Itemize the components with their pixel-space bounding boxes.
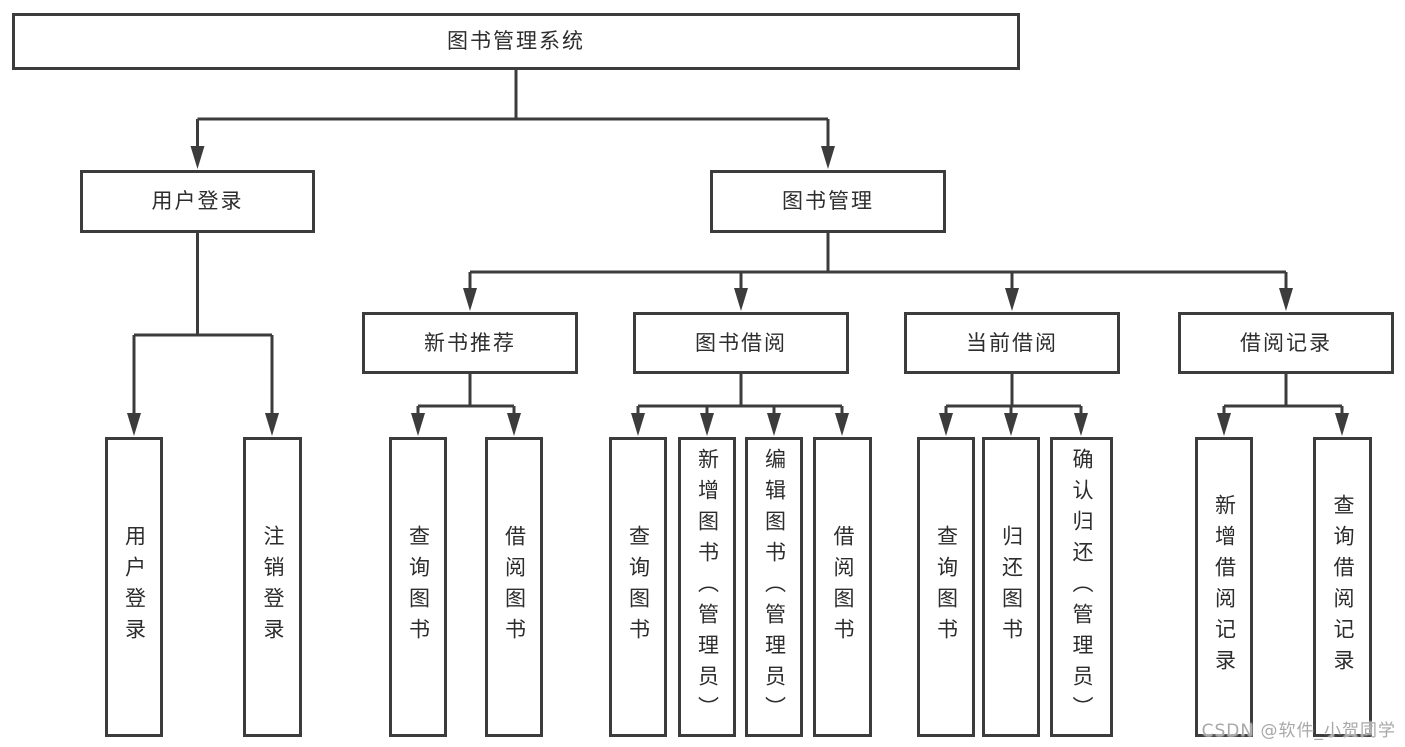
leaf-query-borrow-record: 查询借阅记录 xyxy=(1313,437,1372,737)
node-label: 借阅记录 xyxy=(1240,330,1332,355)
leaf-label: 确认归还（管理员） xyxy=(1070,447,1094,727)
leaf-return-books: 归还图书 xyxy=(982,437,1040,737)
node-label: 当前借阅 xyxy=(966,330,1058,355)
node-borrowing-records: 借阅记录 xyxy=(1178,312,1394,374)
node-label: 用户登录 xyxy=(151,189,244,213)
node-label: 新书推荐 xyxy=(424,330,516,355)
leaf-label: 归还图书 xyxy=(999,525,1024,649)
leaf-label: 借阅图书 xyxy=(502,525,527,649)
leaf-query-books-current: 查询图书 xyxy=(917,437,975,737)
node-label: 图书借阅 xyxy=(695,330,787,355)
leaf-label: 新增借阅记录 xyxy=(1212,494,1237,680)
node-user-login-module: 用户登录 xyxy=(80,170,315,233)
node-library-management-system: 图书管理系统 xyxy=(12,13,1020,70)
leaf-borrow-books: 借阅图书 xyxy=(813,437,872,737)
leaf-label: 借阅图书 xyxy=(831,525,855,649)
leaf-query-books-recommend: 查询图书 xyxy=(389,437,447,737)
node-book-management-module: 图书管理 xyxy=(710,170,946,233)
node-new-book-recommendation: 新书推荐 xyxy=(362,312,578,374)
leaf-label: 查询图书 xyxy=(934,525,959,649)
node-label: 图书管理系统 xyxy=(447,29,585,53)
node-book-borrowing: 图书借阅 xyxy=(633,312,849,374)
csdn-watermark: CSDN @软件_小贺同学 xyxy=(1201,721,1396,741)
leaf-add-books-admin: 新增图书（管理员） xyxy=(678,437,736,737)
leaf-confirm-return-admin: 确认归还（管理员） xyxy=(1050,437,1113,737)
arrowheads xyxy=(127,146,1349,436)
leaf-label: 编辑图书（管理员） xyxy=(762,447,787,727)
edge-paths xyxy=(132,70,1344,418)
leaf-edit-books-admin: 编辑图书（管理员） xyxy=(745,437,803,737)
leaf-label: 查询图书 xyxy=(626,525,651,649)
leaf-user-login: 用户登录 xyxy=(105,437,163,737)
leaf-label: 用户登录 xyxy=(122,525,147,649)
leaf-query-books-borrow: 查询图书 xyxy=(609,437,667,737)
leaf-label: 查询借阅记录 xyxy=(1331,494,1355,680)
node-current-borrowing: 当前借阅 xyxy=(904,312,1120,374)
leaf-label: 新增图书（管理员） xyxy=(695,447,720,727)
leaf-add-borrow-record: 新增借阅记录 xyxy=(1195,437,1253,737)
leaf-logout: 注销登录 xyxy=(243,437,302,737)
leaf-label: 查询图书 xyxy=(406,525,431,649)
node-label: 图书管理 xyxy=(782,189,874,213)
leaf-borrow-books-recommend: 借阅图书 xyxy=(485,437,543,737)
leaf-label: 注销登录 xyxy=(261,525,285,649)
